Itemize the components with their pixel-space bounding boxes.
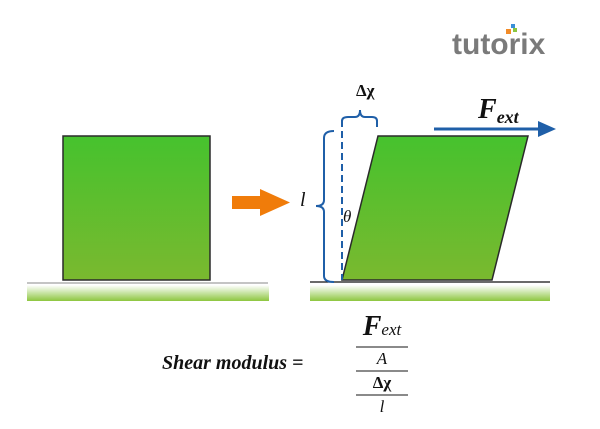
fraction-bar-2 [356, 394, 408, 396]
formula-fraction: Fext A Δχ l [356, 312, 408, 417]
force-label: Fext [477, 94, 520, 127]
fraction-bar-main [356, 370, 408, 372]
sheared-block [341, 135, 529, 281]
formula-force-sub: ext [381, 320, 402, 339]
formula-force-main: F [362, 311, 382, 342]
tutorix-logo: tutorix [452, 28, 546, 61]
right-ground [310, 281, 550, 301]
angle-label: θ [343, 207, 351, 226]
logo-dots-icon [506, 24, 517, 34]
formula-area: A [376, 349, 388, 368]
transform-arrow-icon [232, 189, 290, 216]
length-label: l [300, 189, 306, 211]
formula-lhs: Shear modulus = [162, 352, 304, 374]
force-label-sub: ext [497, 107, 520, 127]
original-block [62, 135, 211, 281]
fraction-bar-1 [356, 346, 408, 348]
delta-x-label: Δχ [356, 81, 375, 100]
formula-length: l [379, 397, 385, 416]
shear-modulus-formula: Shear modulus = Fext A Δχ l [160, 312, 460, 422]
formula-delta-x: Δχ [372, 373, 392, 392]
left-ground [27, 282, 269, 301]
force-arrow-icon [434, 121, 556, 137]
formula-force: Fext [356, 312, 408, 345]
delta-x-brace [341, 109, 378, 127]
length-brace [315, 130, 335, 283]
force-label-main: F [477, 94, 497, 125]
